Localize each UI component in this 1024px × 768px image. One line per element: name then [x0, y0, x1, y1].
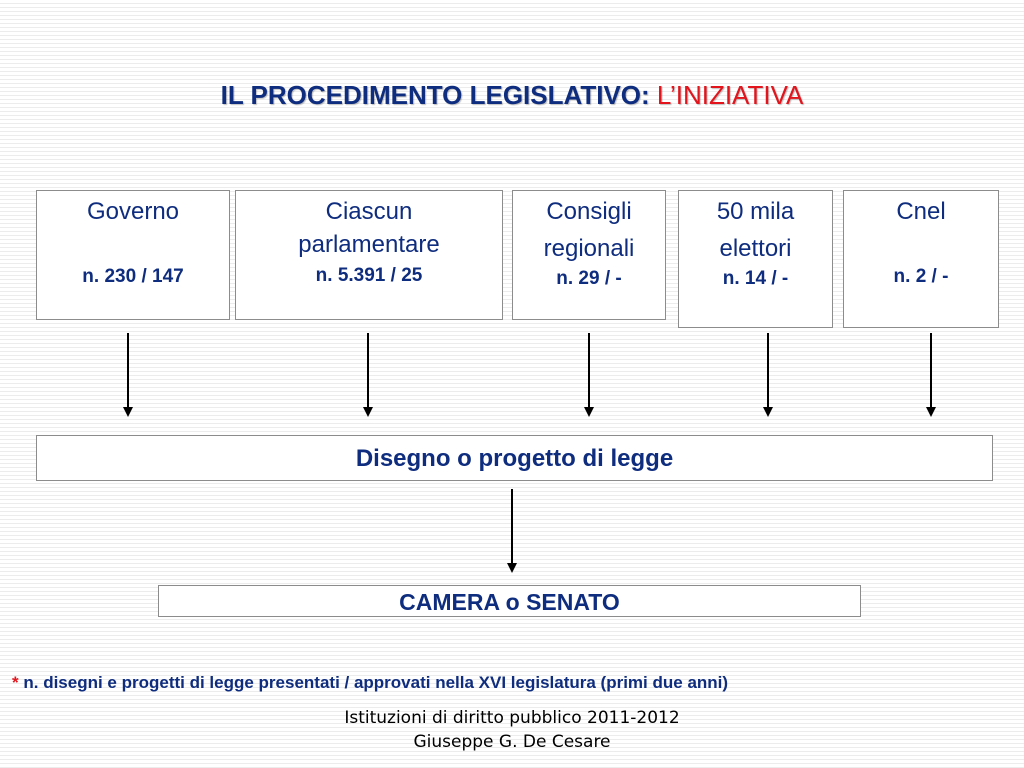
page-title: IL PROCEDIMENTO LEGISLATIVO: L’INIZIATIV… — [0, 80, 1024, 111]
source-name-line2: regionali — [543, 235, 635, 262]
source-box-elettori: 50 mila elettori n. 14 / - — [678, 190, 833, 328]
source-count: n. 14 / - — [722, 268, 789, 289]
bill-box: Disegno o progetto di legge — [36, 435, 993, 481]
title-accent: L’INIZIATIVA — [656, 80, 804, 110]
source-name-line1: Consigli — [546, 198, 632, 225]
source-count: n. 5.391 / 25 — [315, 265, 423, 286]
source-box-governo: Governo n. 230 / 147 — [36, 190, 230, 320]
footer-line2: Giuseppe G. De Cesare — [413, 732, 611, 752]
source-box-cnel: Cnel n. 2 / - — [843, 190, 999, 328]
bill-label: Disegno o progetto di legge — [355, 445, 674, 472]
chamber-box: CAMERA o SENATO — [158, 585, 861, 617]
title-main: IL PROCEDIMENTO LEGISLATIVO: — [220, 80, 650, 110]
footnote: * n. disegni e progetti di legge present… — [12, 673, 728, 693]
source-box-parlamentare: Ciascun parlamentare n. 5.391 / 25 — [235, 190, 503, 320]
chamber-label: CAMERA o SENATO — [399, 589, 620, 615]
footer-line1: Istituzioni di diritto pubblico 2011-201… — [344, 708, 680, 728]
source-count: n. 230 / 147 — [82, 266, 184, 287]
source-name: Cnel — [896, 198, 946, 225]
footnote-text: n. disegni e progetti di legge presentat… — [23, 673, 729, 692]
footnote-star: * — [12, 673, 19, 692]
source-name-line2: elettori — [719, 235, 792, 262]
source-name: Governo — [86, 198, 180, 225]
source-name-line1: 50 mila — [716, 198, 795, 225]
source-count: n. 2 / - — [893, 266, 949, 287]
source-box-consigli: Consigli regionali n. 29 / - — [512, 190, 666, 320]
source-count: n. 29 / - — [556, 268, 622, 289]
source-name: Ciascun parlamentare — [298, 198, 440, 258]
